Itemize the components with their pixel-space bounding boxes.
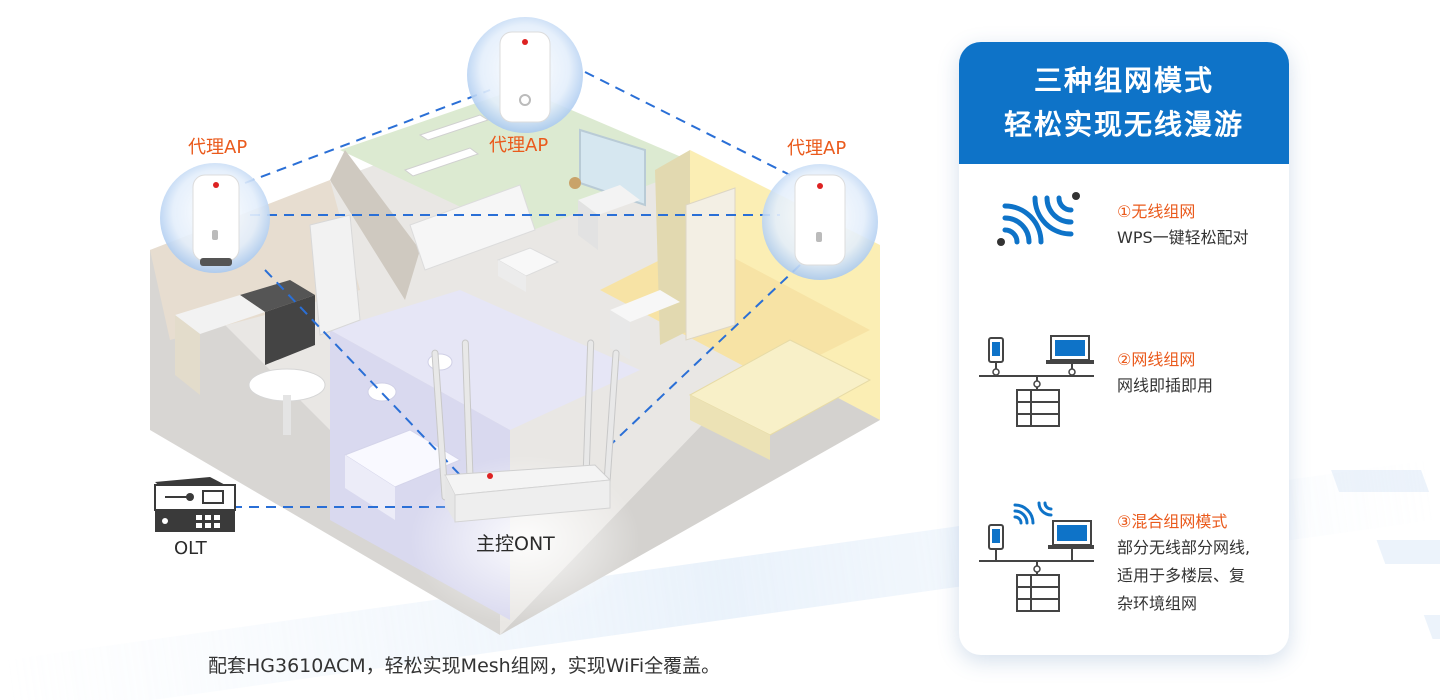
hybrid-network-icon xyxy=(979,501,1094,612)
ap-label-right: 代理AP xyxy=(787,138,847,159)
panel-title-line2: 轻松实现无线漫游 xyxy=(1003,108,1244,141)
mode-1-desc: WPS一键轻松配对 xyxy=(1117,228,1249,247)
panel-header: 三种组网模式 轻松实现无线漫游 xyxy=(959,42,1289,164)
furniture xyxy=(175,114,872,520)
wired-network-icon xyxy=(979,335,1094,427)
panel-title-line1: 三种组网模式 xyxy=(1033,64,1214,97)
networking-modes-panel: 三种组网模式 轻松实现无线漫游 ①无线组网 WPS一键轻松配对 xyxy=(959,42,1289,655)
mode-3-desc-line2: 适用于多楼层、复 xyxy=(1117,566,1246,585)
ap-label-left: 代理AP xyxy=(188,137,248,158)
ap-device-left xyxy=(160,163,270,273)
main-ont-label: 主控ONT xyxy=(476,533,555,555)
mode-1-name: ①无线组网 xyxy=(1117,202,1196,221)
network-links xyxy=(232,71,801,508)
mode-3-desc-line1: 部分无线部分网线, xyxy=(1117,538,1251,557)
mode-3-desc-line3: 杂环境组网 xyxy=(1117,594,1198,613)
ap-device-top xyxy=(467,17,583,133)
main-ont-router xyxy=(431,339,620,523)
mode-2-desc: 网线即插即用 xyxy=(1117,376,1214,395)
mode-2-name: ②网线组网 xyxy=(1117,350,1196,369)
olt-label: OLT xyxy=(174,538,207,559)
diagram-caption: 配套HG3610ACM，轻松实现Mesh组网，实现WiFi全覆盖。 xyxy=(208,655,721,677)
mode-3-name: ③混合组网模式 xyxy=(1117,512,1228,531)
ap-label-top: 代理AP xyxy=(489,135,549,156)
olt-device xyxy=(154,477,236,532)
wireless-signal-icon xyxy=(997,192,1080,246)
ap-device-right xyxy=(762,164,878,280)
